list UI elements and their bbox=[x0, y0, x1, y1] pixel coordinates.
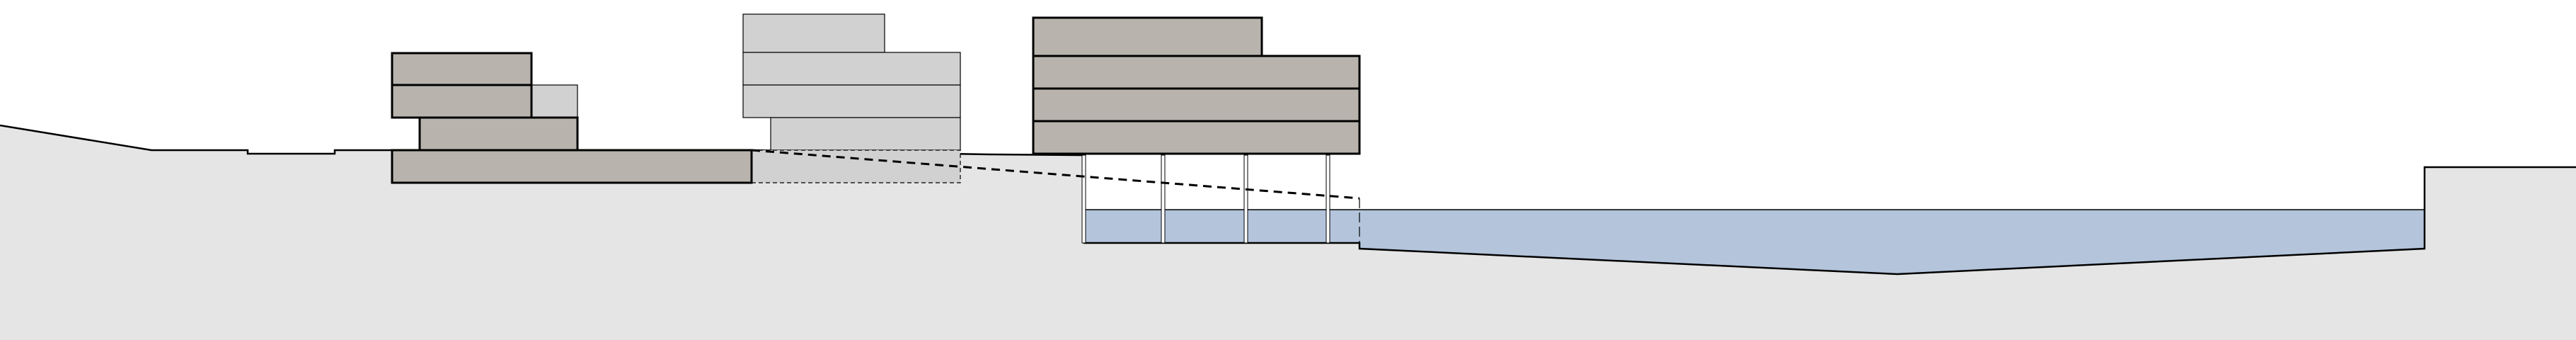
pillar bbox=[1243, 154, 1248, 244]
dashed-slope-line bbox=[751, 149, 1360, 200]
water-basin bbox=[1359, 210, 2425, 274]
waterfront-building-section bbox=[1032, 16, 1361, 155]
waterfront-building-floor bbox=[1032, 120, 1361, 155]
background-building bbox=[742, 13, 961, 183]
background-building-floor bbox=[742, 13, 885, 53]
background-building-floor bbox=[742, 52, 961, 86]
waterfront-building-floor bbox=[1032, 16, 1263, 57]
waterfront-building-floor bbox=[1032, 55, 1361, 90]
water-under-building bbox=[1083, 210, 1359, 243]
background-building-basement bbox=[751, 149, 961, 183]
left-building-section bbox=[391, 52, 753, 184]
left-building-floor bbox=[418, 116, 579, 152]
left-building-floor bbox=[391, 52, 533, 86]
waterfront-building-floor bbox=[1032, 87, 1361, 123]
background-building-floor bbox=[770, 117, 961, 151]
left-building-podium bbox=[391, 149, 753, 184]
left-building-floor bbox=[391, 84, 533, 119]
building-pillars bbox=[1081, 154, 1330, 244]
pillar bbox=[1326, 154, 1330, 244]
pillar bbox=[1161, 154, 1166, 244]
pillar bbox=[1081, 154, 1086, 244]
left-building-extension bbox=[531, 84, 578, 118]
background-building-floor bbox=[742, 84, 961, 118]
